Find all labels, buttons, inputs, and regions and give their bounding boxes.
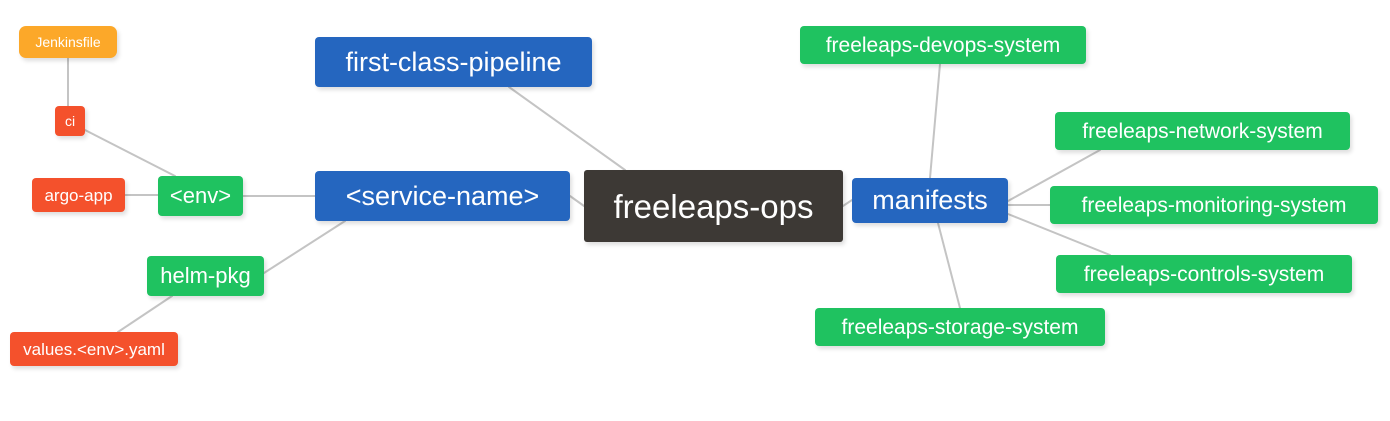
node-freeleaps-controls-system[interactable]: freeleaps-controls-system [1056,255,1352,293]
node-label: Jenkinsfile [35,34,101,50]
node-label: <service-name> [345,180,540,211]
node-freeleaps-storage-system[interactable]: freeleaps-storage-system [815,308,1105,346]
node-freeleaps-devops-system[interactable]: freeleaps-devops-system [800,26,1086,64]
node-ci[interactable]: ci [55,106,85,136]
node-freeleaps-ops[interactable]: freeleaps-ops [584,170,843,242]
edge-freeleaps-ops-to-manifests [842,199,853,207]
node-argo-app[interactable]: argo-app [32,178,125,212]
edge-service-name-to-helm-pkg [263,220,346,274]
node-label: freeleaps-devops-system [825,33,1061,57]
edge-manifests-to-freeleaps-storage-system [937,222,961,309]
node-env[interactable]: <env> [158,176,243,216]
node-values-env-yaml[interactable]: values.<env>.yaml [10,332,178,366]
node-label: freeleaps-ops [613,187,814,225]
edge-manifests-to-freeleaps-devops-system [929,63,941,179]
node-jenkinsfile[interactable]: Jenkinsfile [19,26,117,58]
edge-freeleaps-ops-to-service-name [569,195,585,207]
node-first-class-pipeline[interactable]: first-class-pipeline [315,37,592,87]
node-freeleaps-network-system[interactable]: freeleaps-network-system [1055,112,1350,150]
node-label: first-class-pipeline [345,46,562,77]
node-label: freeleaps-monitoring-system [1081,193,1347,217]
node-helm-pkg[interactable]: helm-pkg [147,256,264,296]
edge-env-to-ci [84,129,176,177]
node-manifests[interactable]: manifests [852,178,1008,223]
node-label: freeleaps-storage-system [841,315,1079,339]
node-label: <env> [169,183,232,208]
node-label: helm-pkg [160,263,251,288]
node-label: manifests [872,185,988,215]
node-freeleaps-monitoring-system[interactable]: freeleaps-monitoring-system [1050,186,1378,224]
node-label: argo-app [44,185,113,205]
edge-helm-pkg-to-values-env-yaml [117,295,173,333]
node-label: ci [64,113,76,129]
node-label: freeleaps-controls-system [1083,262,1325,286]
node-label: values.<env>.yaml [23,339,165,359]
edge-freeleaps-ops-to-first-class-pipeline [508,86,626,171]
node-service-name[interactable]: <service-name> [315,171,570,221]
node-label: freeleaps-network-system [1082,119,1323,143]
